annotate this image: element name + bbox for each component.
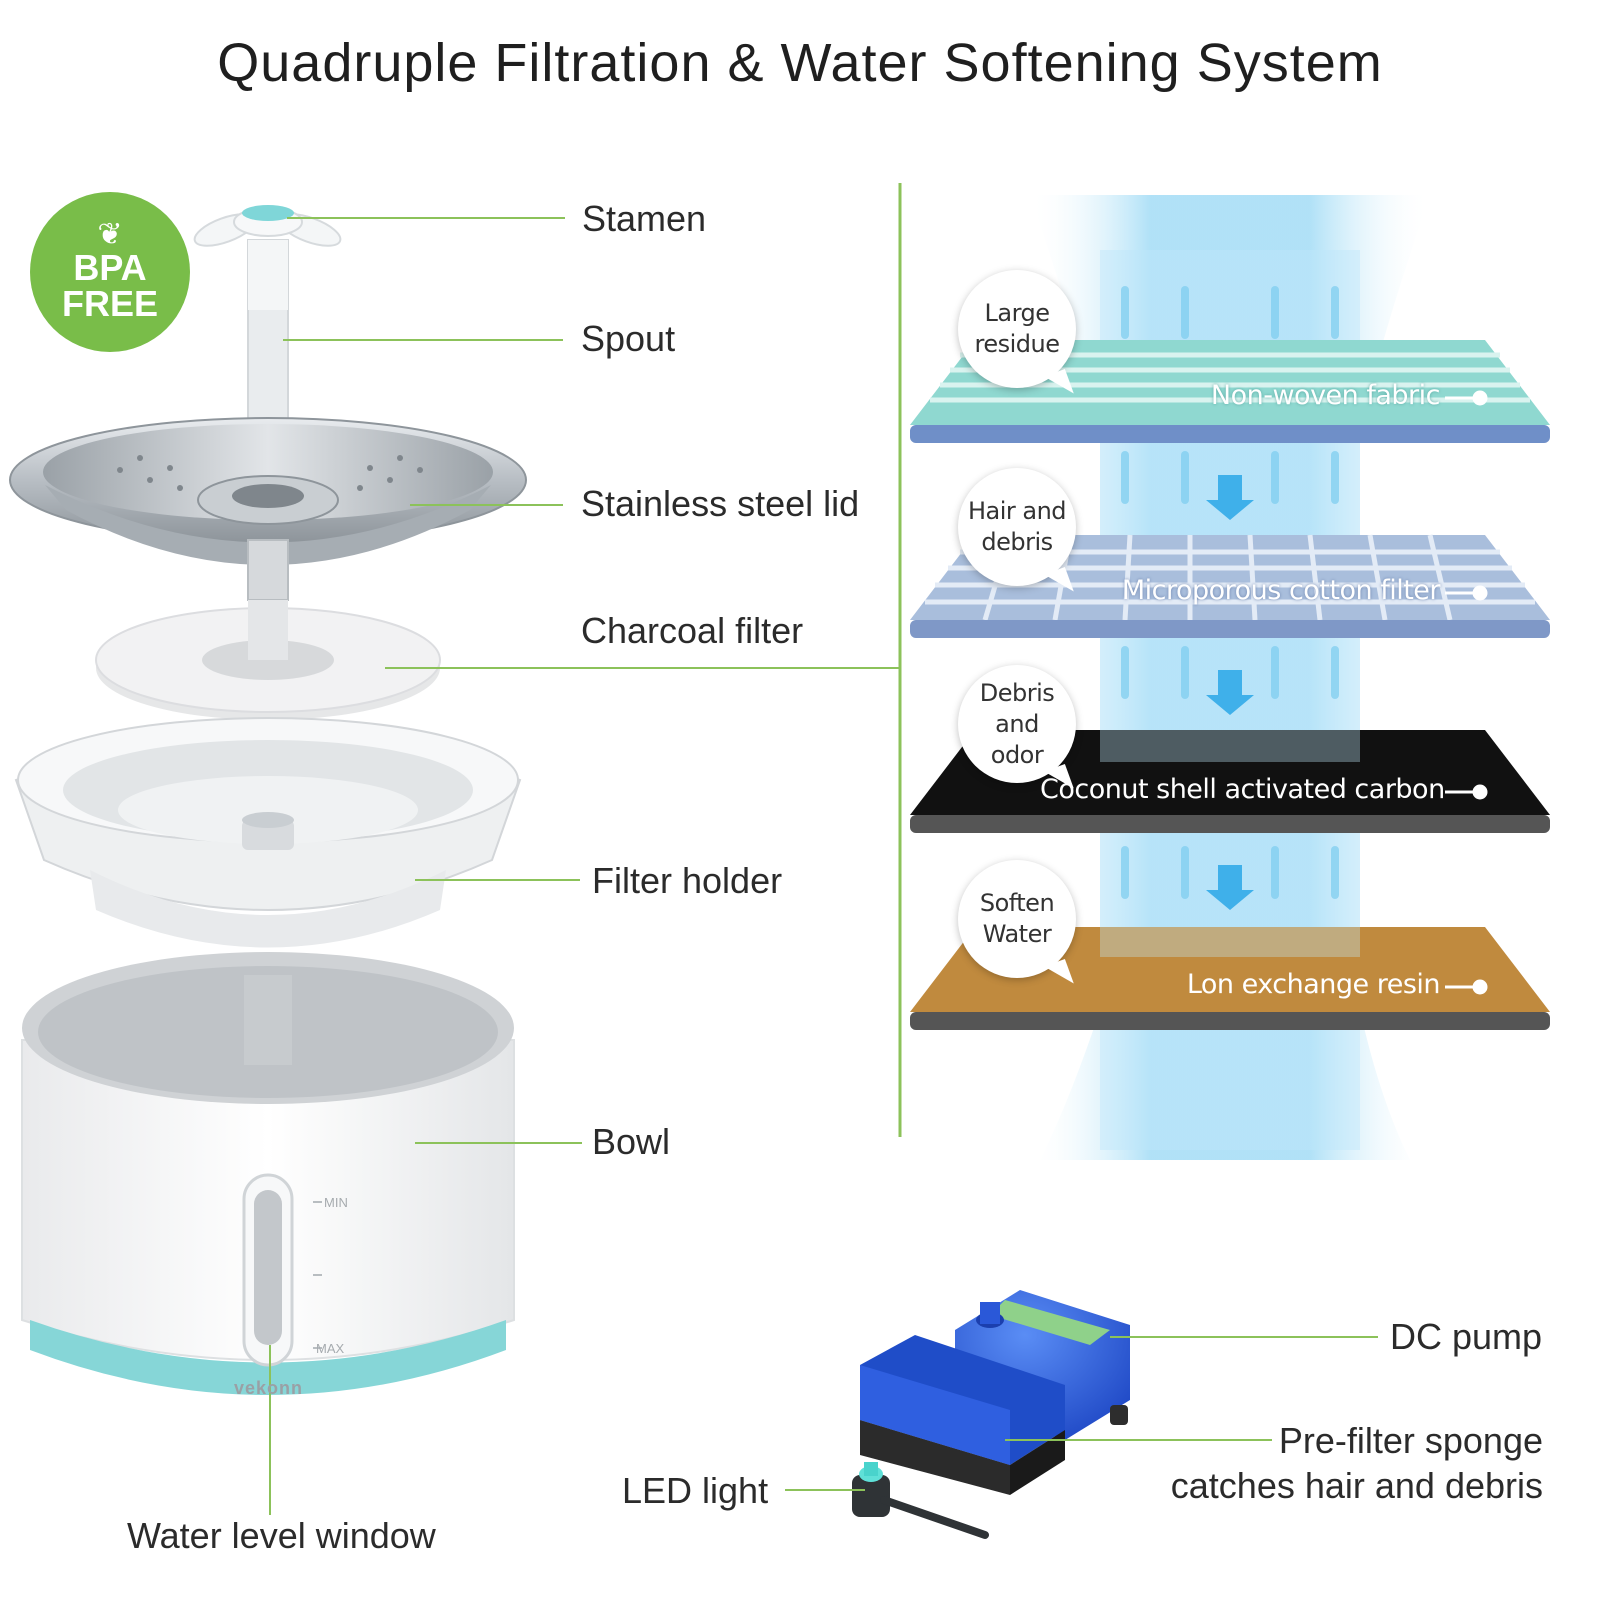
- bpa-free-badge: ❦ BPA FREE: [30, 192, 190, 352]
- badge-line-2: FREE: [61, 283, 158, 324]
- spout-part: [247, 239, 289, 441]
- bubble-line: Large: [984, 299, 1050, 327]
- label-spout: Spout: [581, 318, 676, 359]
- badge-line-1: BPA: [73, 247, 147, 288]
- steel-lid-part: [9, 417, 527, 601]
- label-pump: DC pump: [1390, 1316, 1543, 1357]
- layer-carbon: [910, 730, 1550, 833]
- bubble-line: odor: [990, 740, 1044, 769]
- flow-arrow-icon: [1206, 670, 1254, 715]
- layer-name-carbon: Coconut shell activated carbon: [1040, 774, 1445, 805]
- label-sponge-2: catches hair and debris: [1170, 1465, 1543, 1506]
- max-mark: MAX: [316, 1341, 345, 1356]
- led-light-part: [852, 1462, 989, 1539]
- bubble-line: Hair and: [967, 497, 1067, 525]
- bubble-large-residue: Large residue: [958, 270, 1076, 388]
- flow-arrow-icon: [1206, 475, 1254, 520]
- pre-filter-sponge-part: [860, 1335, 1065, 1495]
- flow-arrow-icon: [1206, 865, 1254, 910]
- brand-logo: vekonn: [234, 1378, 304, 1398]
- bowl-part: [21, 952, 515, 1395]
- layer-non-woven: [910, 340, 1550, 443]
- filter-holder-part: [14, 717, 522, 948]
- label-window: Water level window: [127, 1515, 436, 1556]
- layer-name-non-woven: Non-woven fabric: [1210, 380, 1441, 411]
- label-led: LED light: [622, 1470, 769, 1511]
- label-holder: Filter holder: [592, 860, 783, 901]
- label-bowl: Bowl: [592, 1121, 671, 1162]
- bubble-hair-debris: Hair and debris: [958, 468, 1076, 586]
- bubble-line: Soften: [979, 889, 1055, 917]
- label-stamen: Stamen: [582, 198, 707, 239]
- layer-cotton: [910, 534, 1550, 638]
- bubble-line: debris: [981, 528, 1053, 556]
- bubble-line: Debris and: [979, 678, 1055, 738]
- label-sponge-1: Pre-filter sponge: [1278, 1420, 1543, 1461]
- leaf-icon: ❦: [97, 218, 123, 251]
- stamen-part: [193, 205, 342, 247]
- bubble-line: Water: [982, 920, 1052, 948]
- layer-name-cotton: Microporous cotton filter: [1121, 575, 1441, 606]
- label-charcoal: Charcoal filter: [581, 610, 804, 651]
- bubble-line: residue: [974, 330, 1061, 358]
- label-lid: Stainless steel lid: [581, 483, 860, 524]
- page-title: Quadruple Filtration & Water Softening S…: [217, 33, 1383, 93]
- layer-resin: [910, 927, 1550, 1030]
- layer-name-resin: Lon exchange resin: [1186, 969, 1441, 1000]
- charcoal-filter-part: [95, 600, 441, 720]
- min-mark: MIN: [324, 1195, 348, 1210]
